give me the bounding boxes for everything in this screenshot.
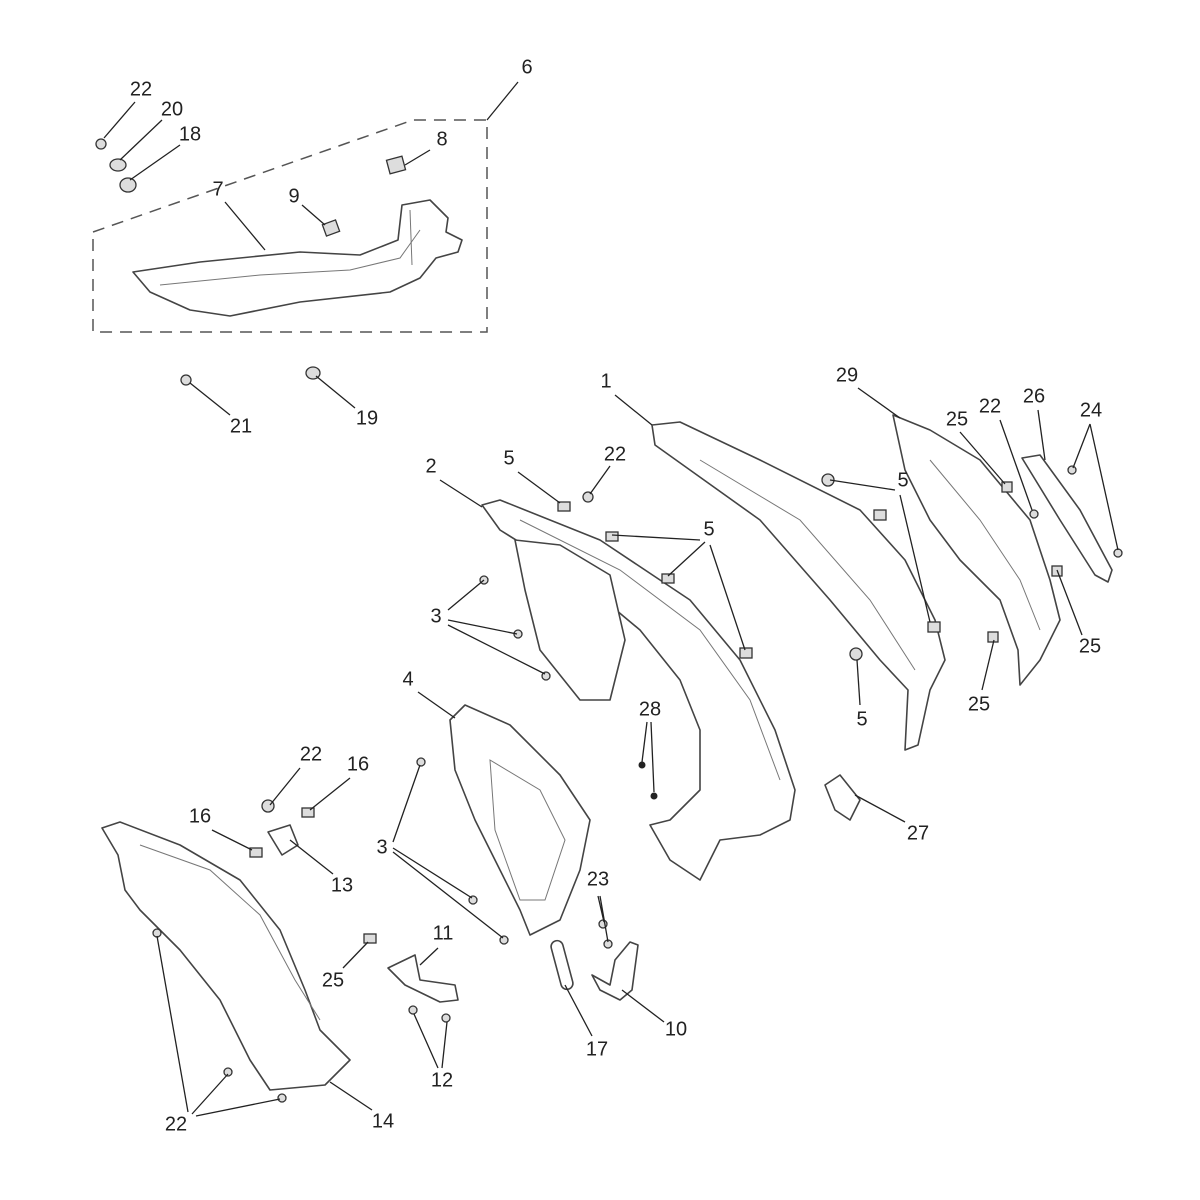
callout-16: 16	[347, 753, 369, 775]
callout-1: 1	[600, 370, 611, 392]
callouts: 6 22 20 18 8 9 7 21 19 1 29 25 22 26 24 …	[130, 56, 1102, 1135]
part-29-panel	[892, 414, 1061, 686]
rivet-icon	[650, 792, 658, 800]
part-26-strip	[1021, 454, 1113, 583]
callout-28: 28	[639, 698, 661, 720]
kit-boundary	[92, 119, 488, 333]
callout-7: 7	[212, 178, 223, 200]
callout-10: 10	[665, 1018, 687, 1040]
screw-icon	[180, 374, 192, 386]
callout-25: 25	[322, 969, 344, 991]
callout-6: 6	[521, 56, 532, 78]
callout-25: 25	[946, 408, 968, 430]
callout-3: 3	[376, 836, 387, 858]
callout-22: 22	[165, 1113, 187, 1135]
callout-11: 11	[433, 922, 454, 944]
part-13-bracket	[267, 824, 299, 856]
nut-icon	[119, 177, 137, 193]
callout-5: 5	[897, 469, 908, 491]
screw-icon	[95, 138, 107, 150]
pad-icon	[321, 219, 341, 237]
callout-24: 24	[1080, 399, 1102, 421]
washer-icon	[109, 158, 127, 172]
part-14-lower-panel	[101, 821, 351, 1091]
callout-26: 26	[1023, 385, 1045, 407]
callout-2: 2	[425, 455, 436, 477]
callout-25: 25	[1079, 635, 1101, 657]
callout-12: 12	[431, 1069, 453, 1091]
part-11-bracket	[387, 954, 459, 1003]
callout-23: 23	[587, 868, 609, 890]
part-1-side-panel	[651, 421, 946, 751]
callout-13: 13	[331, 874, 353, 896]
callout-22: 22	[979, 395, 1001, 417]
callout-22: 22	[604, 443, 626, 465]
callout-14: 14	[372, 1110, 394, 1132]
callout-5: 5	[703, 518, 714, 540]
callout-5: 5	[503, 447, 514, 469]
callout-17: 17	[586, 1038, 608, 1060]
callout-16: 16	[189, 805, 211, 827]
part-2-main-fairing	[481, 499, 796, 881]
callout-8: 8	[436, 128, 447, 150]
callout-9: 9	[288, 185, 299, 207]
part-10-bracket	[591, 941, 639, 1001]
callout-27: 27	[907, 822, 929, 844]
part-7-cowl	[132, 199, 463, 317]
rivet-icon	[638, 761, 646, 769]
callout-21: 21	[230, 415, 252, 437]
callout-3: 3	[430, 605, 441, 627]
callout-5: 5	[856, 708, 867, 730]
part-4-inner-panel	[449, 704, 591, 936]
callout-22: 22	[300, 743, 322, 765]
pad-icon	[385, 155, 407, 175]
callout-29: 29	[836, 364, 858, 386]
callout-20: 20	[161, 98, 183, 120]
part-17-grommet-strip	[550, 939, 574, 991]
callout-4: 4	[402, 668, 413, 690]
callout-18: 18	[179, 123, 201, 145]
callout-25: 25	[968, 693, 990, 715]
leader-lines	[103, 81, 1119, 1117]
callout-22: 22	[130, 78, 152, 100]
callout-19: 19	[356, 407, 378, 429]
part-27-clip	[824, 774, 861, 821]
